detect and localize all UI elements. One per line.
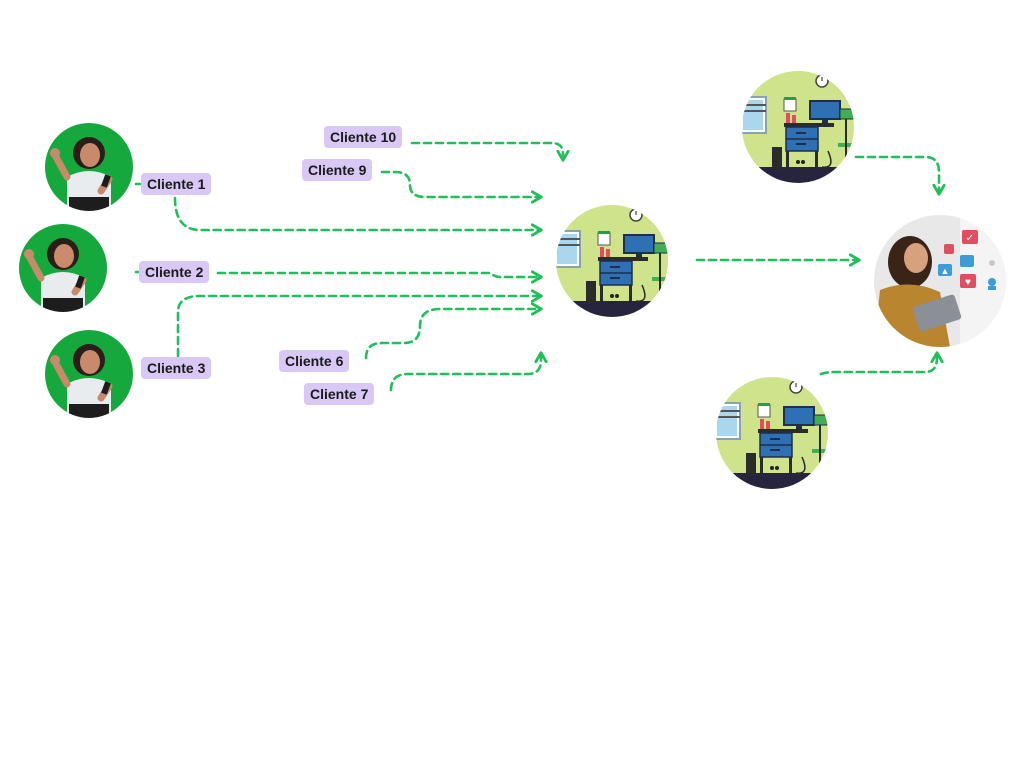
- arrow-cliente-2: [216, 273, 540, 277]
- client-avatar-3: [43, 328, 135, 422]
- woman-tablet-social: ✓ ♥ ▲: [874, 215, 1006, 347]
- arrow-cliente-3: [176, 296, 540, 358]
- office-desk-center: [556, 205, 668, 317]
- like-icon: ✓: [962, 230, 978, 244]
- arrow-cliente-1: [173, 196, 540, 230]
- label-cliente-3: Cliente 3: [141, 357, 212, 379]
- client-avatar-1: [43, 121, 135, 215]
- label-cliente-6: Cliente 6: [279, 350, 350, 372]
- svg-text:♥: ♥: [965, 277, 971, 288]
- user-icon: [988, 278, 996, 290]
- arrow-cliente-6: [364, 309, 540, 360]
- label-cliente-1: Cliente 1: [141, 173, 212, 195]
- client-avatar-2: [17, 222, 109, 316]
- arrow-cliente-9: [380, 170, 540, 197]
- svg-text:✓: ✓: [966, 233, 974, 244]
- label-cliente-10: Cliente 10: [324, 126, 403, 148]
- arrow-top-desk-to-woman: [854, 155, 939, 193]
- svg-text:▲: ▲: [941, 266, 950, 276]
- label-cliente-2: Cliente 2: [139, 261, 210, 283]
- arrows: [134, 141, 939, 392]
- heart-icon: ♥: [960, 274, 976, 288]
- arrow-cliente-7: [389, 354, 541, 392]
- arrow-cliente-10: [410, 141, 563, 159]
- office-desk-top: [742, 71, 854, 183]
- label-cliente-9: Cliente 9: [302, 159, 373, 181]
- office-desk-bottom: [716, 377, 828, 489]
- arrow-bottom-desk-to-woman: [819, 354, 937, 376]
- label-cliente-7: Cliente 7: [304, 383, 375, 405]
- location-icon: [989, 260, 995, 266]
- bell-icon: ▲: [938, 264, 952, 276]
